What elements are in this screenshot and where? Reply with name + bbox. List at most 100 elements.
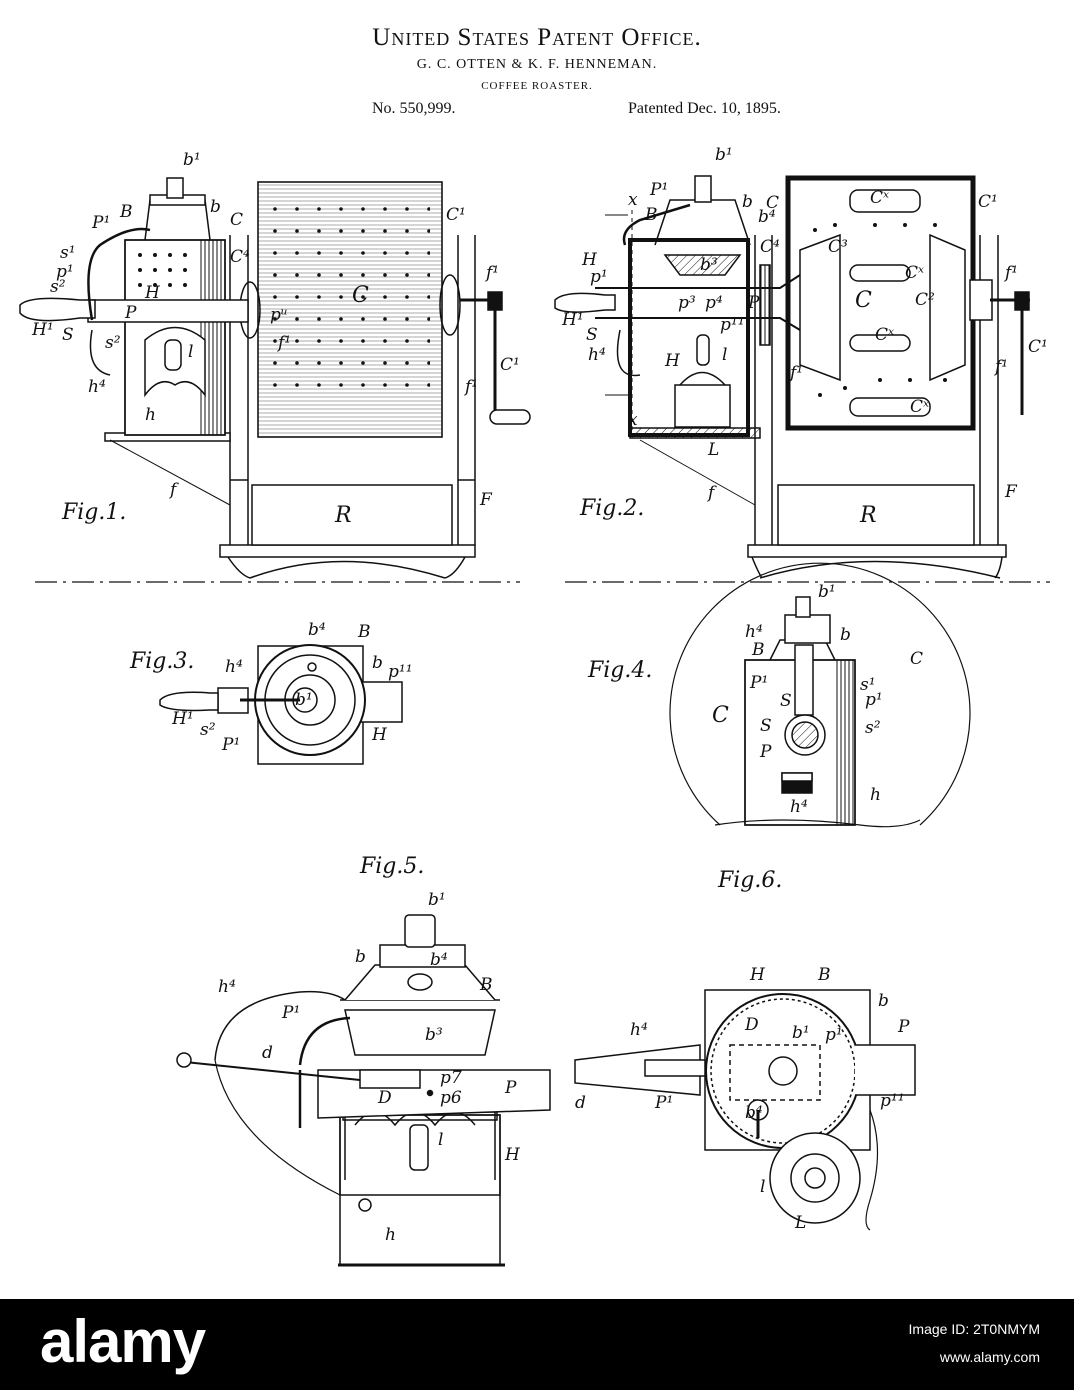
- label-l-6: l: [760, 1177, 765, 1197]
- label-B-3: B: [357, 622, 371, 642]
- label-S-4: S: [760, 716, 772, 736]
- label-S-2: S: [586, 325, 598, 345]
- label-P-4: P: [759, 742, 772, 762]
- label-B-5: B: [479, 975, 493, 995]
- label-p6: p6: [440, 1088, 462, 1108]
- label-C2: C²: [915, 290, 935, 310]
- figure-3-drawing: [160, 645, 402, 764]
- label-l: l: [188, 342, 193, 362]
- label-p3: p³: [678, 293, 696, 313]
- label-p1-6: p¹: [825, 1025, 843, 1045]
- label-h4-3: h⁴: [225, 657, 243, 677]
- label-P1-3: P¹: [221, 735, 240, 755]
- fig-3-caption: Fig.3.: [129, 649, 194, 674]
- image-id: Image ID: 2T0NMYM: [909, 1321, 1040, 1337]
- label-s-4: S: [780, 691, 792, 711]
- label-b-2: b: [742, 192, 753, 212]
- label-b3-5: b³: [425, 1025, 443, 1045]
- label-x-2: x: [628, 410, 638, 430]
- label-L-2: L: [707, 440, 719, 460]
- label-P: P: [124, 303, 137, 323]
- brand-url: www.alamy.com: [940, 1349, 1040, 1365]
- label-l-5: l: [438, 1130, 443, 1150]
- label-C-4b: C: [712, 703, 729, 728]
- label-p1-2: p¹: [590, 267, 608, 287]
- label-l-2: l: [722, 345, 727, 365]
- label-S: S: [62, 325, 74, 345]
- label-s2-b: s²: [105, 333, 121, 353]
- label-C-drum: C: [352, 283, 369, 308]
- fig-1-caption: Fig.1.: [61, 500, 126, 525]
- label-b1: b¹: [183, 150, 201, 170]
- label-f: f: [168, 480, 179, 500]
- label-h-5: h: [385, 1225, 396, 1245]
- label-C-2: C: [766, 193, 779, 213]
- label-P1-2: P¹: [649, 180, 668, 200]
- label-Cx-3: Cˣ: [875, 325, 894, 345]
- label-C1-b: C¹: [500, 355, 520, 375]
- label-L-6: L: [794, 1213, 806, 1233]
- label-b1-5: b¹: [428, 890, 446, 910]
- label-H1-3: H¹: [171, 709, 194, 729]
- label-s2-4: s²: [865, 718, 881, 738]
- label-f1-4: f¹: [993, 357, 1008, 377]
- label-b1-3: b¹: [295, 690, 313, 710]
- label-F: F: [479, 490, 493, 510]
- label-F-2: F: [1004, 482, 1018, 502]
- label-f1-c: f¹: [463, 377, 478, 397]
- label-B-6: B: [817, 965, 831, 985]
- label-b1-2: b¹: [715, 145, 733, 165]
- label-H-3: H: [371, 725, 388, 745]
- fig-4-caption: Fig.4.: [587, 658, 652, 683]
- label-p4: p⁴: [705, 293, 723, 313]
- label-H1-2: H¹: [561, 310, 584, 330]
- label-b1-4: b¹: [818, 582, 836, 602]
- label-b4-6: b⁴: [745, 1103, 763, 1123]
- label-h4-6: h⁴: [630, 1020, 648, 1040]
- label-R: R: [334, 503, 352, 528]
- label-b4-5: b⁴: [430, 950, 448, 970]
- stock-watermark-bar: alamy Image ID: 2T0NMYM www.alamy.com: [0, 1299, 1074, 1390]
- label-D-6: D: [744, 1015, 759, 1035]
- label-B-4: B: [751, 640, 765, 660]
- label-Cx-2: Cˣ: [905, 263, 924, 283]
- label-b1-6: b¹: [792, 1023, 810, 1043]
- label-b4-3: b⁴: [308, 620, 326, 640]
- label-h4-4b: h⁴: [790, 797, 808, 817]
- label-P-5: P: [504, 1078, 517, 1098]
- label-h4: h⁴: [88, 377, 106, 397]
- label-D-5: D: [377, 1088, 392, 1108]
- label-p7: p7: [440, 1068, 462, 1088]
- label-C1: C¹: [446, 205, 466, 225]
- figure-4-drawing: [670, 563, 970, 826]
- label-C1-3: C¹: [1028, 337, 1048, 357]
- label-p11-6: p¹¹: [880, 1091, 905, 1111]
- label-d-6: d: [575, 1093, 586, 1113]
- label-b-4: b: [840, 625, 851, 645]
- patent-drawings: Fig.1. Fig.2. Fig.3. Fig.4. Fig.5. Fig.6…: [0, 0, 1074, 1299]
- label-b3-2: b³: [700, 255, 718, 275]
- brand-logo: alamy: [40, 1307, 205, 1376]
- label-B-2: B: [644, 205, 658, 225]
- label-d-5: d: [262, 1043, 273, 1063]
- label-s2-3: s²: [200, 720, 216, 740]
- label-C: C: [230, 210, 243, 230]
- fig-2-caption: Fig.2.: [579, 496, 644, 521]
- label-H1: H¹: [31, 320, 54, 340]
- label-Cx-4: Cˣ: [910, 397, 929, 417]
- label-P1-5: P¹: [281, 1003, 300, 1023]
- label-f1-b: f¹: [276, 333, 291, 353]
- label-R-2: R: [859, 503, 877, 528]
- label-B: B: [119, 202, 133, 222]
- label-C3: C³: [828, 237, 848, 257]
- label-Cx-1: Cˣ: [870, 188, 889, 208]
- label-C4: C⁴: [230, 247, 250, 267]
- label-b-6: b: [878, 991, 889, 1011]
- label-P1: P¹: [91, 213, 110, 233]
- label-H-6: H: [749, 965, 766, 985]
- label-f1-2: f¹: [1003, 263, 1018, 283]
- label-b-5: b: [355, 947, 366, 967]
- fig-6-caption: Fig.6.: [717, 868, 782, 893]
- label-h4-2: h⁴: [588, 345, 606, 365]
- label-P-2: P: [747, 293, 760, 313]
